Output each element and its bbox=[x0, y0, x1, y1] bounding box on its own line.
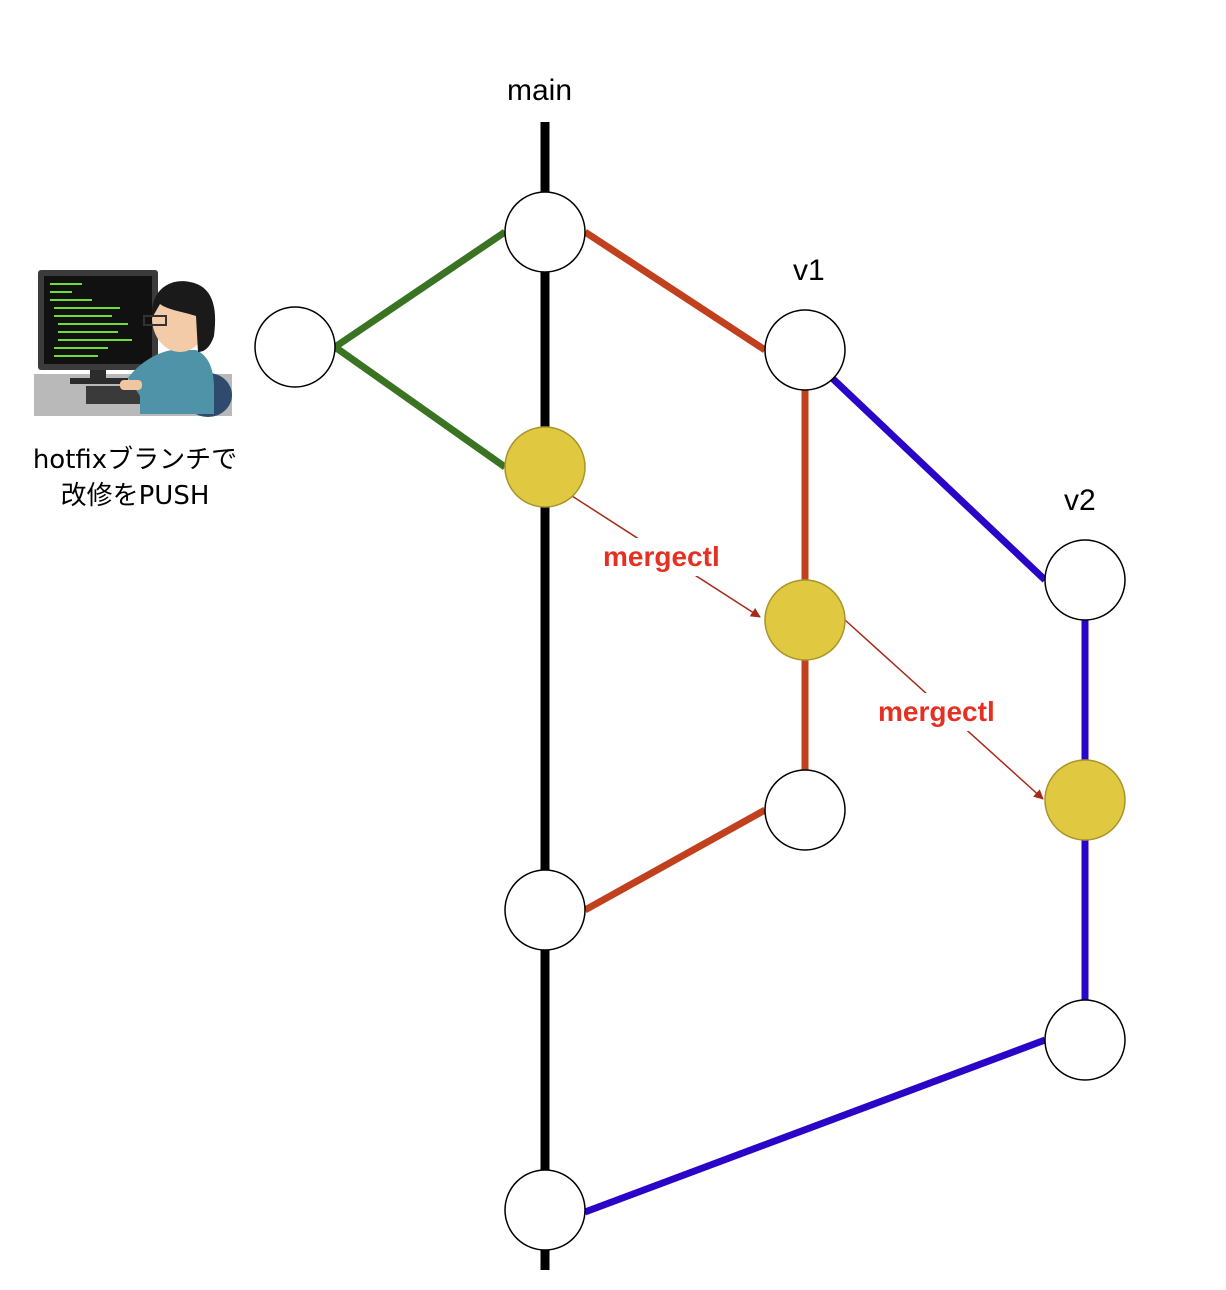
v2-commit bbox=[1044, 539, 1126, 621]
hotfix-branch-line bbox=[328, 229, 508, 470]
v1-commit bbox=[764, 769, 846, 851]
hotfix-commit bbox=[254, 306, 336, 388]
main-hotfix-merged-commit bbox=[504, 426, 586, 508]
v1-merge-back-line bbox=[583, 806, 767, 914]
main-commit bbox=[504, 191, 586, 273]
developer-caption-line: hotfixブランチで bbox=[32, 445, 238, 475]
v2-fork-line bbox=[829, 375, 1048, 583]
v2-merge-back-line bbox=[583, 1036, 1047, 1216]
main-commit bbox=[504, 1169, 586, 1251]
v2-commit bbox=[1044, 999, 1126, 1081]
developer-caption: hotfixブランチで 改修をPUSH bbox=[5, 442, 265, 514]
merge-tool-label: mergectl bbox=[878, 696, 995, 727]
merge-tool-label: mergectl bbox=[603, 541, 720, 572]
v1-fork-line bbox=[583, 229, 767, 353]
main-branch-label: main bbox=[507, 74, 573, 107]
v1-hotfix-merged-commit bbox=[764, 579, 846, 661]
v2-branch-label: v2 bbox=[1064, 484, 1096, 517]
v1-branch-label: v1 bbox=[793, 254, 825, 287]
v1-commit bbox=[764, 309, 846, 391]
developer-caption-line: 改修をPUSH bbox=[60, 481, 210, 511]
developer-at-computer-icon bbox=[34, 270, 232, 417]
main-commit bbox=[504, 869, 586, 951]
v2-hotfix-merged-commit bbox=[1044, 759, 1126, 841]
